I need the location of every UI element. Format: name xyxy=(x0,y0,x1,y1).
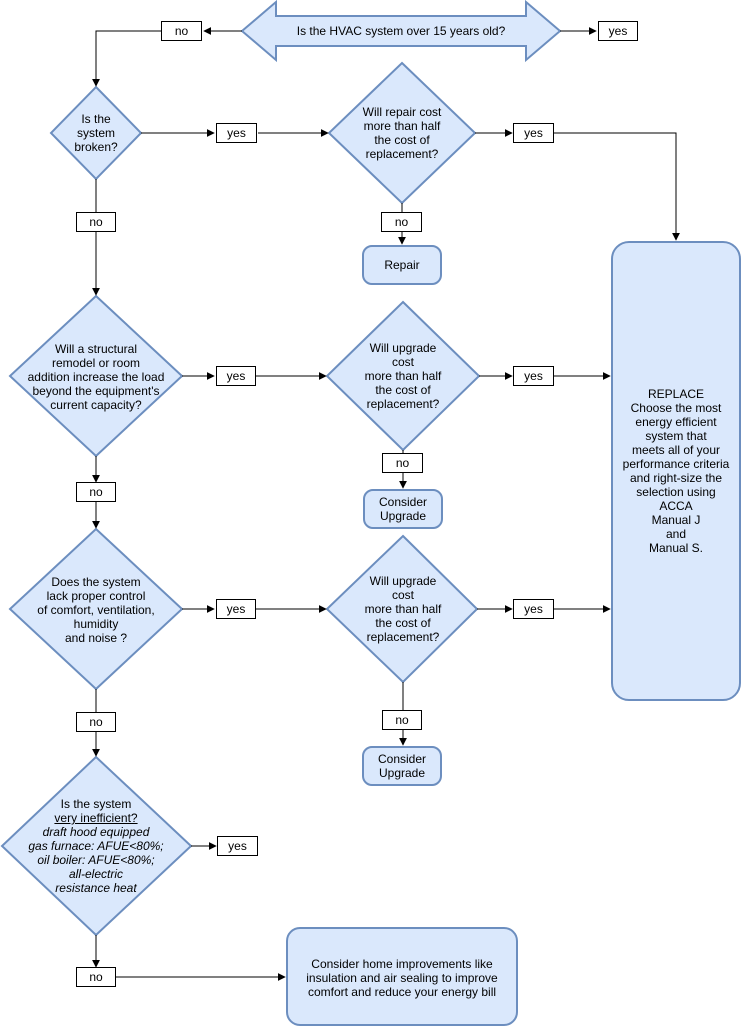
broken-yes-label: yes xyxy=(216,123,257,143)
inefficient-yes-label: yes xyxy=(217,836,258,856)
control-yes-label: yes xyxy=(216,599,256,619)
repair-cost-no-label: no xyxy=(381,212,422,232)
upgrade-cost-1-no-label: no xyxy=(382,453,423,473)
edge-no-to-broken xyxy=(92,30,162,87)
repair-box xyxy=(362,245,442,285)
consider-upgrade-2-box xyxy=(362,746,442,786)
top-yes-label: yes xyxy=(598,21,638,41)
repair-text: Repair xyxy=(384,258,420,272)
inefficient-no-label: no xyxy=(76,967,116,987)
remodel-no-label: no xyxy=(76,482,116,502)
broken-no-label: no xyxy=(76,212,116,232)
replace-box xyxy=(611,241,741,701)
inefficient-question-text: Is the system very inefficient? draft ho… xyxy=(28,797,164,895)
repair-cost-yes-label: yes xyxy=(513,123,554,143)
top-question-text: Is the HVAC system over 15 years old? xyxy=(296,24,506,38)
edge-yes-to-replace xyxy=(554,132,680,241)
upgrade-cost-2-no-label: no xyxy=(382,710,422,730)
upgrade-cost-1-yes-label: yes xyxy=(513,366,554,386)
control-no-label: no xyxy=(76,712,116,732)
upgrade-cost-2-yes-label: yes xyxy=(513,599,554,619)
consider-upgrade-1-box xyxy=(363,489,443,529)
top-no-label: no xyxy=(161,21,202,41)
home-improvements-box xyxy=(286,927,518,1026)
remodel-yes-label: yes xyxy=(216,366,256,386)
